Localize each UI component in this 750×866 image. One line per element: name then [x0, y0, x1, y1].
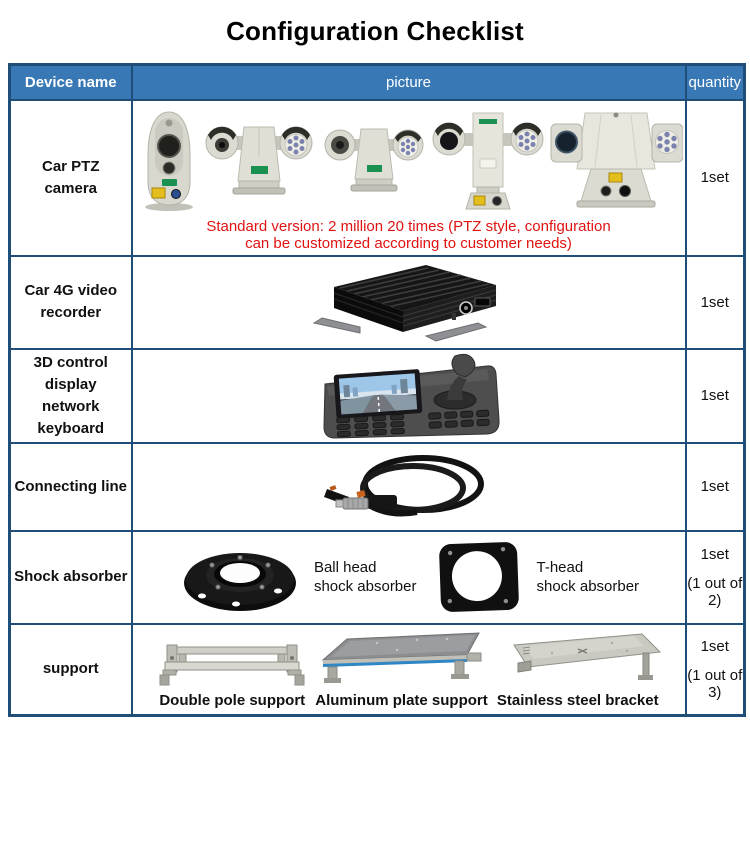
config-table: Device name picture quantity Car PTZ cam… — [8, 63, 746, 717]
table-row: support — [8, 622, 746, 717]
device-name: Connecting line — [8, 441, 133, 532]
device-name: Car PTZ camera — [8, 98, 133, 257]
device-name: support — [8, 622, 133, 717]
quantity-cell: 1set (1 out of 3) — [684, 622, 746, 717]
header-row: Device name picture quantity — [8, 63, 746, 101]
stainless-bracket-label: Stainless steel bracket — [496, 692, 659, 710]
aluminum-plate-support-image — [321, 632, 481, 684]
keyboard-image — [322, 353, 500, 439]
header-picture: picture — [130, 63, 687, 101]
quantity-cell: 1set — [684, 254, 746, 350]
quantity-cell: 1set — [684, 347, 746, 444]
table-row: 3D control display network keyboard — [8, 347, 746, 444]
quantity-cell: 1set — [684, 441, 746, 532]
t-head-absorber-image — [438, 542, 519, 612]
device-name: Car 4G video recorder — [8, 254, 133, 350]
stainless-bracket-image — [512, 633, 661, 681]
cable-image — [323, 454, 484, 516]
double-pole-support-image — [159, 644, 305, 686]
header-quantity: quantity — [684, 63, 746, 101]
table-row: Car PTZ camera — [8, 98, 746, 257]
ball-absorber-image — [183, 553, 296, 611]
double-pole-support-label: Double pole support — [159, 692, 306, 710]
quantity-cell: 1set (1 out of 2) — [684, 529, 746, 625]
t-head-absorber-label: T-head shock absorber — [536, 559, 640, 595]
quantity-value: 1set — [700, 545, 729, 563]
device-name: 3D control display network keyboard — [8, 347, 133, 444]
aluminum-plate-support-label: Aluminum plate support — [315, 692, 488, 710]
page-title: Configuration Checklist — [226, 16, 524, 46]
ptz-cameras-image — [144, 111, 683, 211]
table-row: Connecting line 1set — [8, 441, 746, 532]
video-recorder-image — [312, 265, 497, 342]
table-row: Shock absorber Ball head shock — [8, 529, 746, 625]
device-name: Shock absorber — [8, 529, 133, 625]
quantity-note: (1 out of 2) — [687, 574, 743, 609]
header-device: Device name — [8, 63, 133, 101]
quantity-value: 1set — [700, 637, 729, 655]
quantity-note: (1 out of 3) — [687, 666, 743, 701]
table-row: Car 4G video recorder 1set — [8, 254, 746, 350]
ball-absorber-label: Ball head shock absorber — [313, 559, 417, 595]
ptz-note: Standard version: 2 million 20 times (PT… — [206, 218, 611, 252]
quantity-cell: 1set — [684, 98, 746, 257]
